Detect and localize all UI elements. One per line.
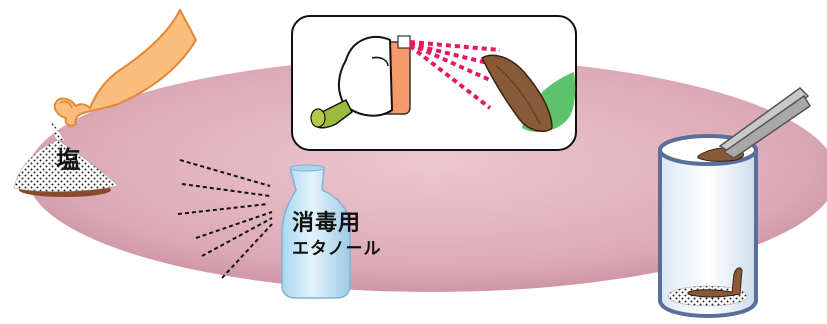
tweezers-icon — [718, 87, 812, 159]
hand-icon — [53, 9, 197, 127]
salt-label: 塩 — [56, 146, 81, 174]
salt-pile-icon — [13, 118, 119, 197]
leech-icon — [481, 54, 553, 133]
ethanol-label-sub: エタノール — [292, 239, 382, 259]
spray-mist — [408, 40, 501, 110]
jar-icon — [658, 134, 758, 319]
spray-can-icon — [310, 35, 411, 129]
ethanol-spray-lines — [177, 159, 273, 279]
ethanol-bottle-icon — [281, 164, 351, 299]
ethanol-label: 消毒用 — [292, 211, 362, 236]
table-surface — [27, 58, 827, 292]
